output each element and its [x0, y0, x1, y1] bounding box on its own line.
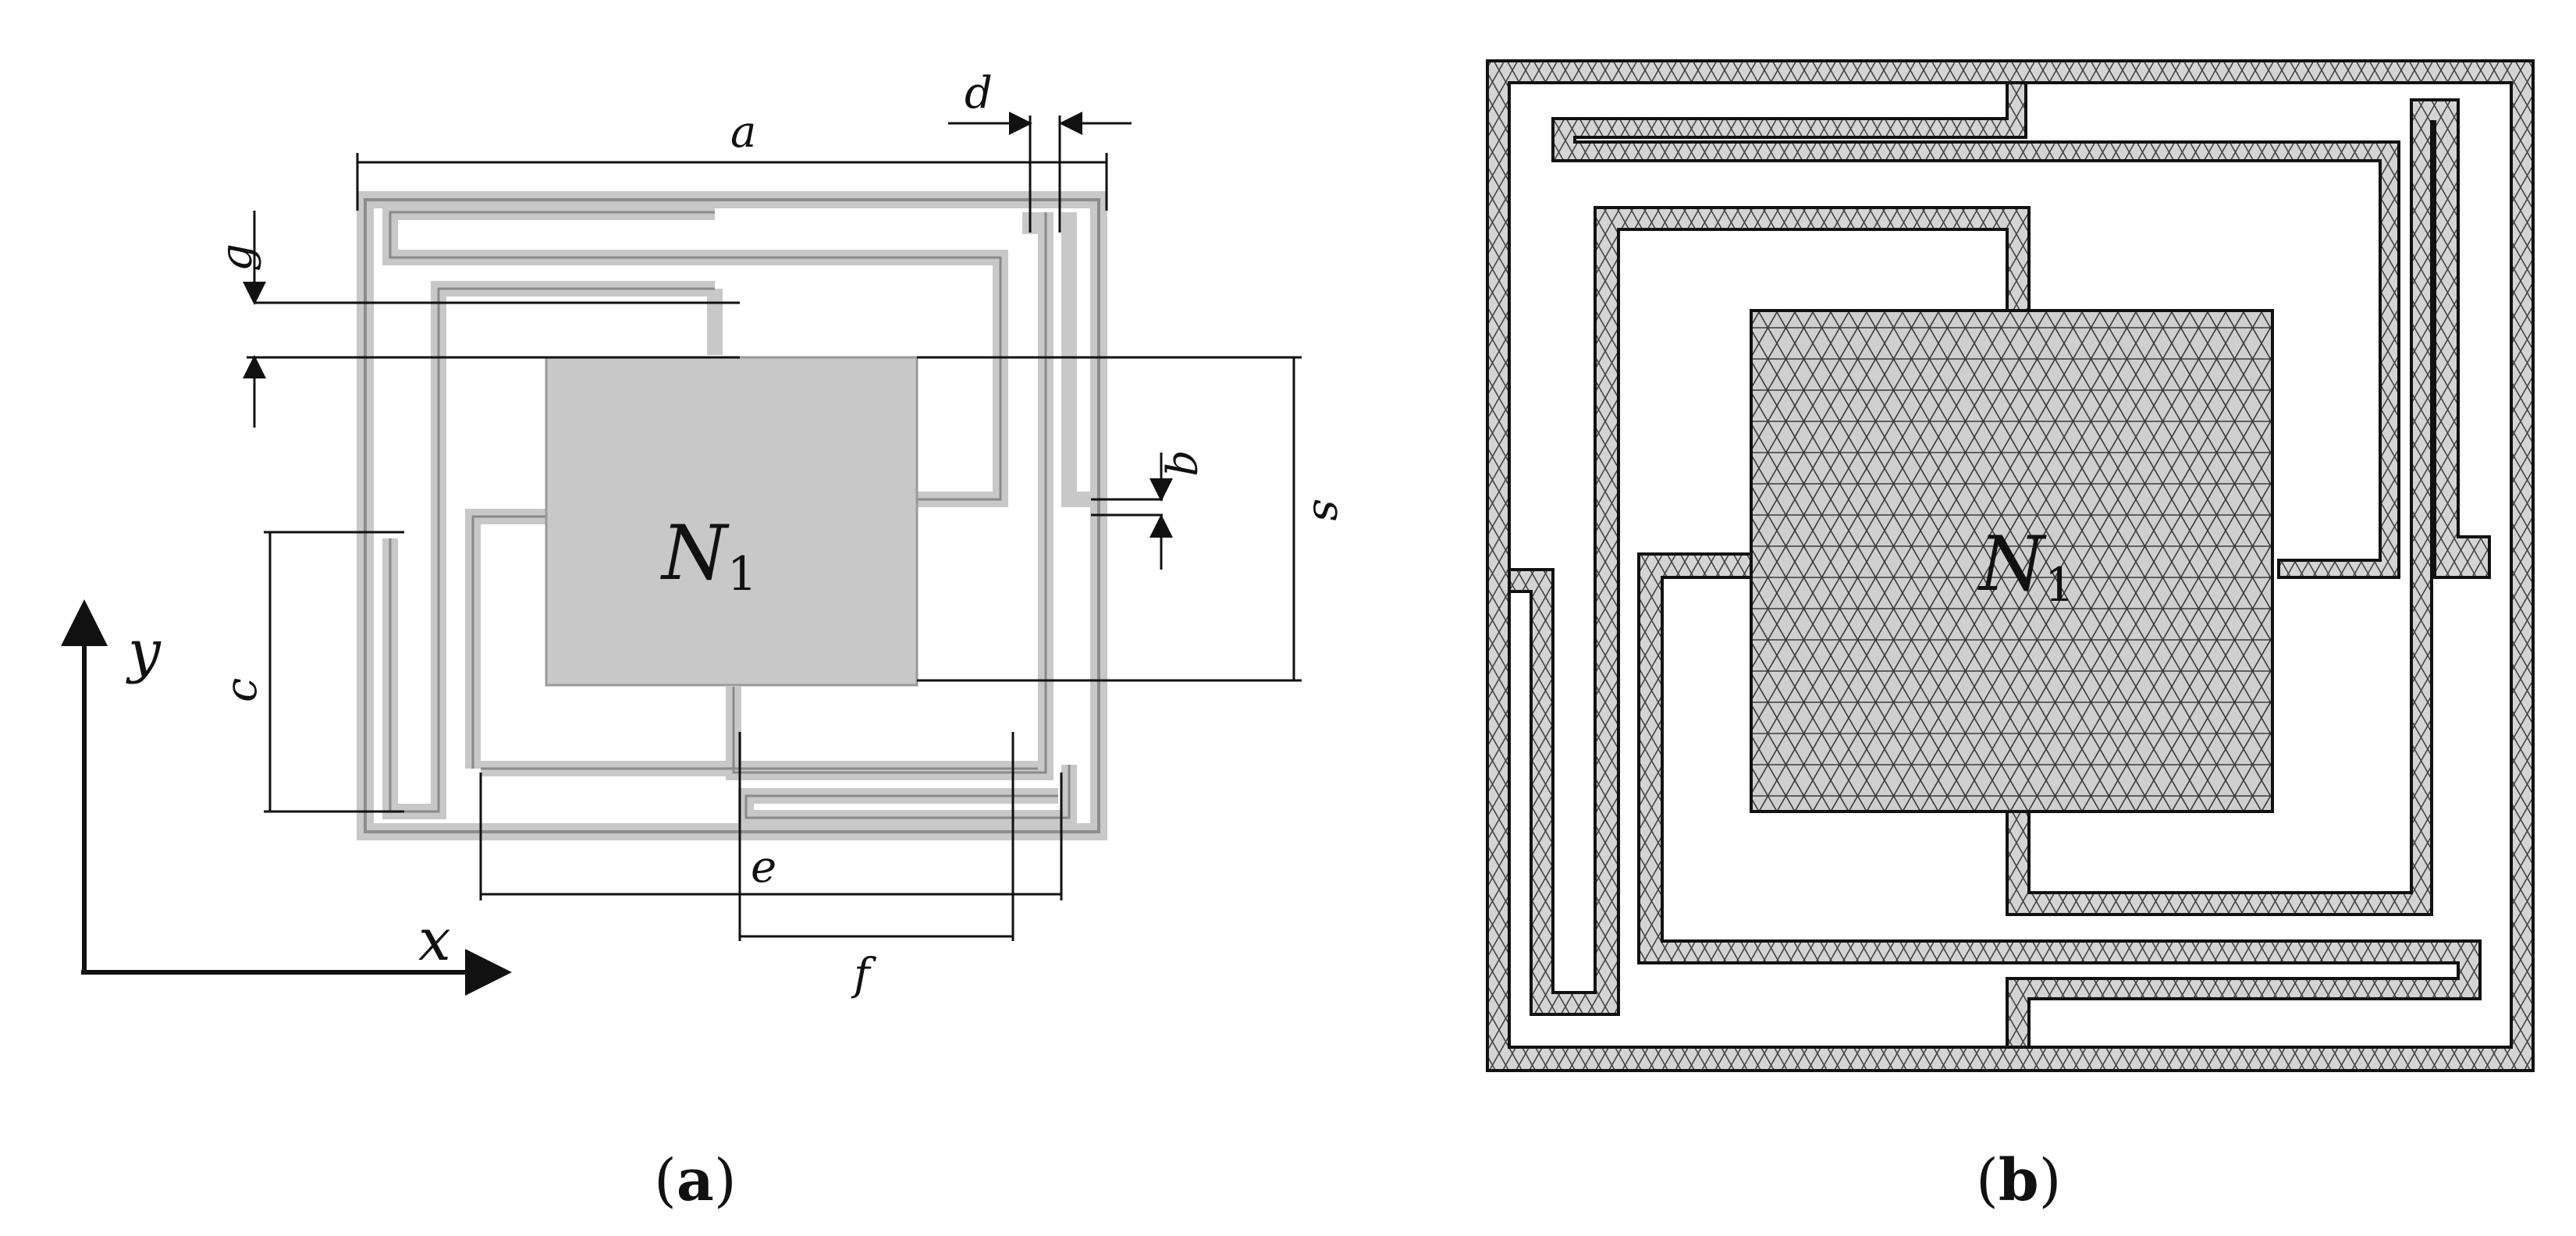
panel-a-schematic: N1: [61, 68, 1354, 1214]
springs-a-outline: [389, 211, 1071, 819]
proof-mass-a: [545, 356, 918, 687]
dim-label-s: s: [1303, 499, 1354, 522]
proof-mass-b: [1750, 309, 2274, 813]
dim-label-a: a: [730, 107, 756, 158]
springs-mesh-b: [1508, 81, 2491, 1049]
panel-a-caption: (a): [654, 1147, 737, 1214]
dimension-lines-a: [243, 112, 1302, 941]
panel-b-mesh: N1 (b): [1486, 59, 2535, 1214]
dim-label-g: g: [211, 243, 262, 272]
dim-label-c: c: [216, 678, 267, 702]
dim-label-d: d: [965, 68, 993, 119]
dim-label-e: e: [751, 842, 776, 893]
panel-b-caption: (b): [1976, 1147, 2062, 1214]
dim-label-q: q: [1163, 449, 1213, 477]
proof-mass-label-a: N1: [660, 510, 757, 602]
spring-structure-a: [357, 191, 1107, 840]
frame-mesh-b: [1486, 59, 2535, 1072]
y-axis-label: y: [126, 618, 162, 685]
proof-mass-label-b: N1: [1977, 520, 2074, 613]
dim-label-f: f: [851, 950, 877, 1000]
coordinate-axes: [61, 599, 512, 996]
x-axis-label: x: [418, 907, 451, 974]
